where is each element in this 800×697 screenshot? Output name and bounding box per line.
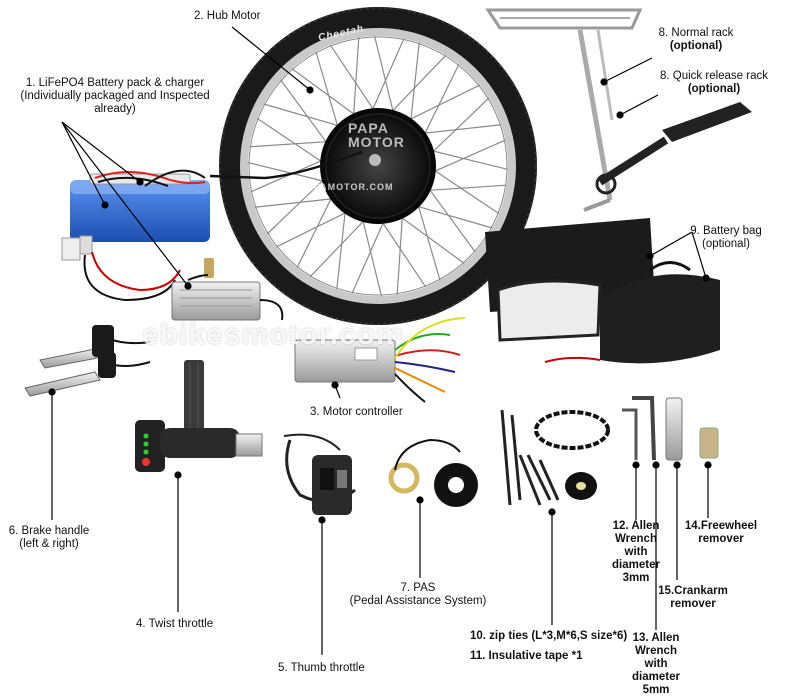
label-freewheel-remover: 14.Freewheel remover: [684, 520, 758, 545]
label-brake-handle: 6. Brake handle (left & right): [8, 525, 90, 550]
pedal-assistance-sensor: [388, 438, 478, 507]
twist-throttle: [135, 360, 263, 472]
motor-controller: [294, 317, 466, 403]
label-zip-ties: 10. zip ties (L*3,M*6,S size*6): [470, 630, 628, 642]
label-normal-rack: 8. Normal rack (optional): [658, 27, 734, 52]
label-allen-3mm: 12. Allen Wrench with diameter 3mm: [612, 520, 660, 584]
label-twist-throttle: 4. Twist throttle: [136, 618, 214, 630]
zip-ties-and-tape: [500, 409, 610, 506]
watermark-brand: PAPA: [348, 120, 389, 136]
label-motor-controller: 3. Motor controller: [310, 406, 403, 418]
hub-motor-wheel: [209, 7, 537, 325]
watermark-brand-sub: MOTOR: [348, 134, 405, 150]
thumb-throttle: [283, 433, 356, 515]
label-insulative-tape: 11. Insulative tape *1: [470, 650, 583, 662]
label-crankarm-remover: 15.Crankarm remover: [658, 585, 728, 610]
label-allen-5mm: 13. Allen Wrench with diameter 5mm: [632, 632, 680, 696]
leader-lines: [48, 26, 712, 655]
normal-rack: [485, 8, 643, 212]
label-hub-motor: 2. Hub Motor: [194, 10, 261, 22]
battery-charger: [171, 281, 284, 321]
watermark-url: PAPAMOTOR.COM: [300, 182, 394, 192]
label-battery: 1. LiFePO4 Battery pack & charger (Indiv…: [20, 77, 210, 115]
label-pas: 7. PAS (Pedal Assistance System): [349, 582, 487, 607]
quick-release-rack: [595, 102, 752, 195]
battery-bag: [485, 218, 720, 364]
watermark-main: ebikesmotor.com: [142, 318, 404, 351]
tools: [622, 396, 719, 461]
label-thumb-throttle: 5. Thumb throttle: [278, 662, 365, 674]
label-battery-bag: 9. Battery bag (optional): [690, 225, 762, 250]
label-quick-rack: 8. Quick release rack (optional): [659, 70, 768, 95]
brake-handles: [24, 325, 151, 397]
battery-pack: [61, 169, 214, 302]
